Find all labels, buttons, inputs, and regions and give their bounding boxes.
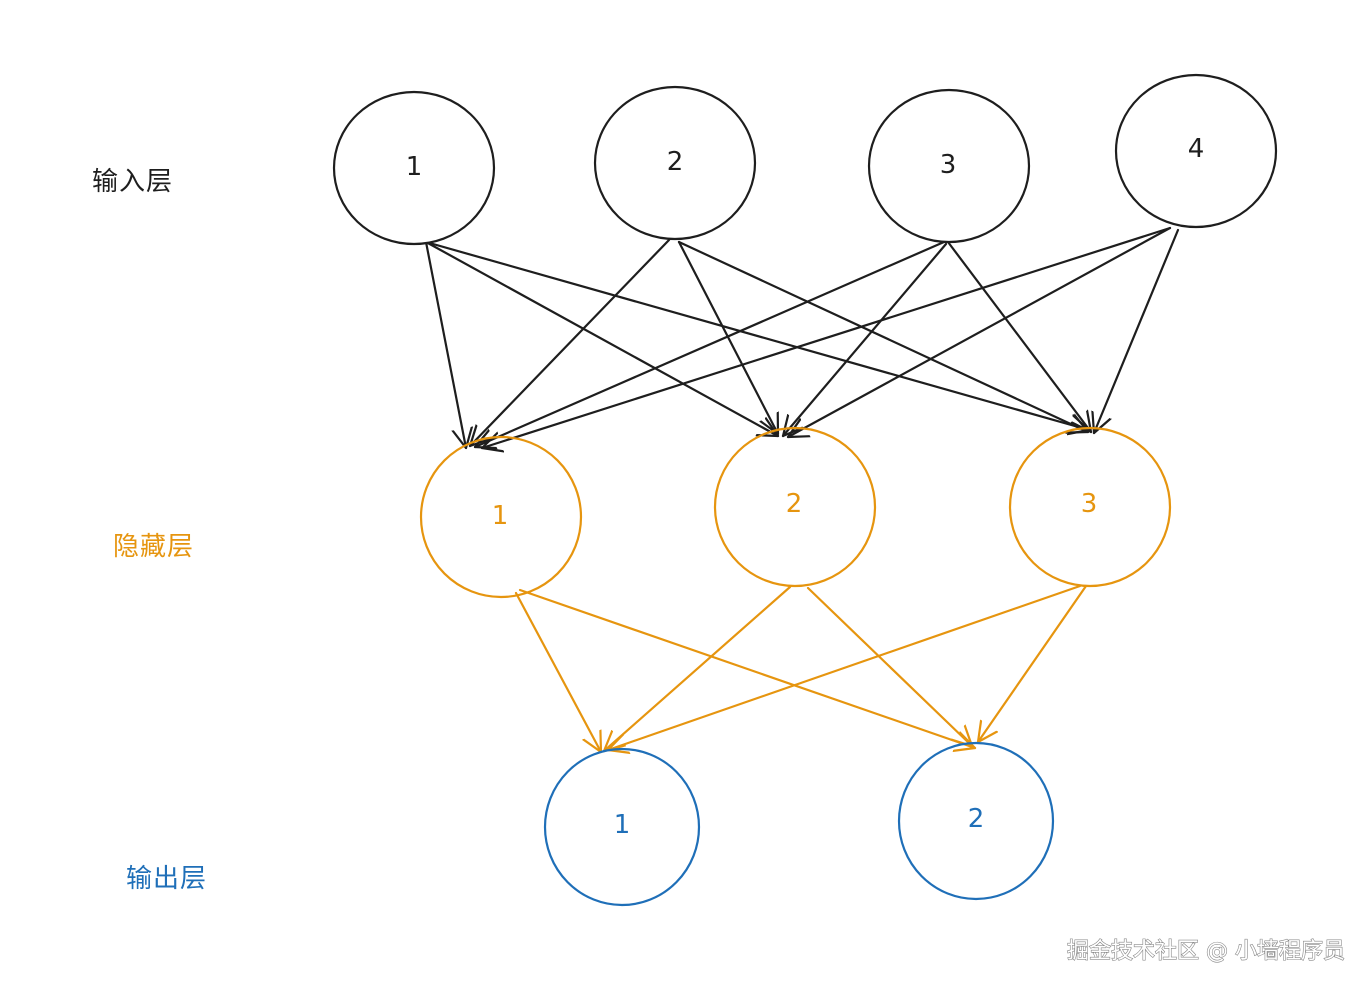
edge-in3-h3 <box>946 240 1093 434</box>
edge-in2-h3 <box>677 240 1090 432</box>
hidden-node-1-label: 1 <box>492 501 509 531</box>
edge-in2-h2 <box>677 240 780 436</box>
edge-in3-h1 <box>473 240 946 447</box>
input-node-4-label: 4 <box>1188 134 1205 164</box>
hidden-node-2 <box>713 426 877 588</box>
input-node-3 <box>867 88 1031 244</box>
edge-h3-out2 <box>976 584 1088 744</box>
hidden-layer <box>419 426 1172 599</box>
input-node-2 <box>593 85 757 241</box>
hidden-node-3 <box>1008 426 1172 588</box>
edge-h2-out2 <box>806 586 974 748</box>
output-node-2 <box>897 741 1055 901</box>
output-layer-label: 输出层 <box>126 864 207 894</box>
edge-h1-out2 <box>518 588 977 748</box>
edge-h3-out1 <box>606 584 1082 750</box>
edge-h2-out1 <box>602 585 792 753</box>
edge-in4-h3 <box>1094 228 1180 435</box>
output-layer <box>543 741 1055 907</box>
hidden-layer-label: 隐藏层 <box>113 532 194 562</box>
input-node-3-label: 3 <box>940 150 957 180</box>
output-node-2-label: 2 <box>968 804 985 834</box>
input-node-4 <box>1114 73 1278 229</box>
edge-in2-h1 <box>468 238 671 448</box>
edge-in1-h2 <box>424 240 780 438</box>
edge-in4-h1 <box>480 226 1172 448</box>
input-layer <box>332 73 1278 246</box>
input-node-2-label: 2 <box>667 147 684 177</box>
edge-h1-out1 <box>514 591 603 754</box>
input-node-1 <box>332 90 496 246</box>
watermark: 掘金技术社区 @ 小墙程序员 <box>1067 939 1345 964</box>
hidden-output-edges <box>514 584 1088 754</box>
input-node-1-label: 1 <box>406 152 423 182</box>
hidden-node-2-label: 2 <box>786 489 803 519</box>
input-hidden-edges <box>424 226 1180 450</box>
hidden-node-1 <box>419 435 583 599</box>
output-node-1-label: 1 <box>614 810 631 840</box>
output-node-1 <box>543 747 701 907</box>
edge-in3-h2 <box>781 242 948 438</box>
edge-in1-h3 <box>424 240 1091 430</box>
hidden-node-3-label: 3 <box>1081 489 1098 519</box>
edge-in4-h2 <box>786 226 1172 439</box>
input-layer-label: 输入层 <box>92 167 173 197</box>
edge-in1-h1 <box>424 240 466 450</box>
